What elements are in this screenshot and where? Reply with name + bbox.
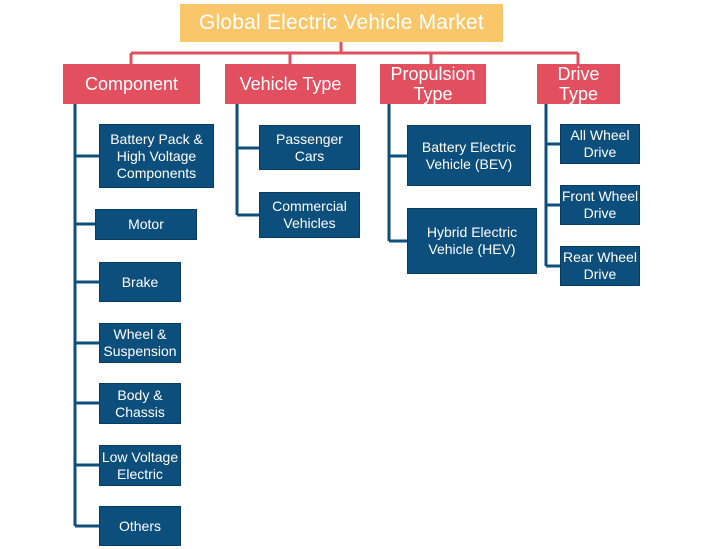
category-propulsion-type: Propulsion Type [380,64,486,104]
root-title: Global Electric Vehicle Market [180,4,503,42]
leaf-rear-wheel-drive: Rear Wheel Drive [560,246,640,286]
vehicle-type-connectors [235,104,259,217]
leaf-front-wheel-drive: Front Wheel Drive [560,185,640,225]
propulsion-type-connectors [387,104,407,243]
leaf-all-wheel-drive: All Wheel Drive [560,124,640,164]
root-connectors [129,42,580,64]
drive-type-connectors [544,104,560,268]
leaf-wheel-suspension: Wheel & Suspension [99,323,181,363]
leaf-body-chassis: Body & Chassis [99,383,181,424]
leaf-commercial-vehicles: Commercial Vehicles [259,192,360,238]
leaf-passenger-cars: Passenger Cars [259,125,360,170]
component-connectors [73,104,99,528]
leaf-hev: Hybrid Electric Vehicle (HEV) [407,208,537,274]
category-component: Component [63,64,200,104]
leaf-battery-pack: Battery Pack & High Voltage Components [99,124,214,188]
leaf-others: Others [99,506,181,546]
leaf-brake: Brake [99,262,181,302]
leaf-low-voltage-electric: Low Voltage Electric [99,445,181,486]
category-vehicle-type: Vehicle Type [225,64,356,104]
leaf-motor: Motor [95,209,197,240]
category-drive-type: Drive Type [537,64,620,104]
leaf-bev: Battery Electric Vehicle (BEV) [407,125,531,186]
